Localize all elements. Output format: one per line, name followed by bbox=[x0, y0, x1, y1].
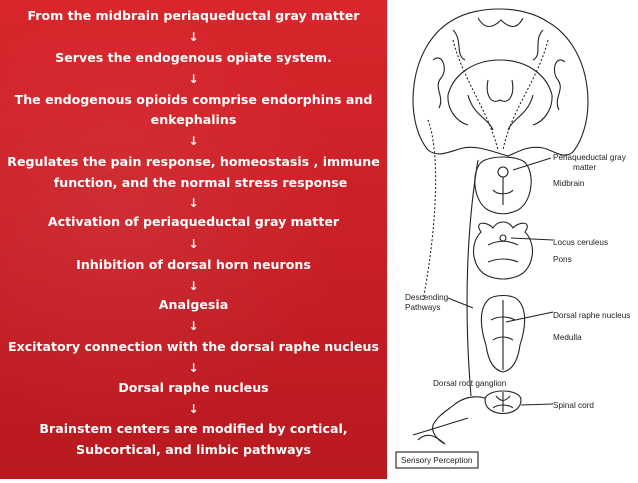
label-spinal-cord: Spinal cord bbox=[553, 401, 594, 410]
flow-arrow: ↓ bbox=[188, 402, 199, 416]
label-sensory-perception: Sensory Perception bbox=[401, 456, 473, 465]
label-pag: Periaqueductal gray bbox=[553, 153, 627, 162]
flow-arrow: ↓ bbox=[188, 72, 199, 86]
midbrain-section bbox=[474, 156, 532, 215]
flow-step-excitatory: Excitatory connection with the dorsal ra… bbox=[7, 339, 380, 354]
brain-gyri bbox=[432, 17, 566, 111]
pons-section bbox=[472, 221, 534, 280]
flow-arrow: ↓ bbox=[188, 196, 199, 210]
label-midbrain: Midbrain bbox=[553, 179, 585, 188]
brain-spinal-diagram: Periaqueductal gray matter Midbrain Locu… bbox=[395, 8, 630, 469]
descending-pathway-figure: Periaqueductal gray matter Midbrain Locu… bbox=[393, 0, 638, 479]
red-text-panel bbox=[0, 0, 387, 479]
label-locus-ceruleus: Locus ceruleus bbox=[553, 238, 608, 247]
brain-outline bbox=[412, 8, 589, 157]
flow-step-origin: From the midbrain periaqueductal gray ma… bbox=[27, 8, 360, 23]
flow-arrow: ↓ bbox=[188, 361, 199, 375]
flow-step-regulates-cont: function, and the normal stress response bbox=[53, 175, 348, 190]
descending-pathway-line bbox=[466, 159, 479, 397]
flow-arrow: ↓ bbox=[188, 319, 199, 333]
brain-cortex-inner bbox=[447, 59, 553, 126]
label-pons: Pons bbox=[553, 255, 572, 264]
flow-step-analgesia: Analgesia bbox=[158, 297, 229, 312]
flow-step-inhibition: Inhibition of dorsal horn neurons bbox=[76, 257, 311, 272]
locus-ceruleus bbox=[499, 234, 507, 242]
label-descending: Descending bbox=[405, 293, 449, 302]
label-dorsal-root-ganglion: Dorsal root ganglion bbox=[433, 379, 507, 388]
flow-step-regulates: Regulates the pain response, homeostasis… bbox=[7, 154, 380, 169]
flow-step-brainstem-cont: Subcortical, and limbic pathways bbox=[76, 442, 311, 457]
spinal-cord-section bbox=[484, 390, 522, 414]
sensory-perception-box bbox=[395, 451, 479, 469]
label-dorsal-raphe: Dorsal raphe nucleus bbox=[553, 311, 630, 320]
brain-ventricles bbox=[467, 79, 534, 131]
flow-step-brainstem: Brainstem centers are modified by cortic… bbox=[39, 421, 348, 436]
label-pag-2: matter bbox=[573, 163, 596, 172]
flow-step-activation: Activation of periaqueductal gray matter bbox=[47, 214, 340, 229]
label-pathways: Pathways bbox=[405, 303, 441, 312]
flow-step-opioids-cont: enkephalins bbox=[150, 112, 237, 127]
label-medulla: Medulla bbox=[553, 333, 582, 342]
flow-arrow: ↓ bbox=[188, 279, 199, 293]
flow-arrow: ↓ bbox=[188, 134, 199, 148]
flow-arrow: ↓ bbox=[188, 237, 199, 251]
flow-arrow: ↓ bbox=[188, 30, 199, 44]
descending-fibers bbox=[422, 39, 549, 301]
medulla-section bbox=[480, 294, 526, 373]
periaqueductal-gray bbox=[497, 166, 509, 178]
flow-step-opioids: The endogenous opioids comprise endorphi… bbox=[14, 92, 373, 107]
flow-step-dorsal-raphe: Dorsal raphe nucleus bbox=[118, 380, 269, 395]
flow-step-opiate-system: Serves the endogenous opiate system. bbox=[55, 50, 332, 65]
